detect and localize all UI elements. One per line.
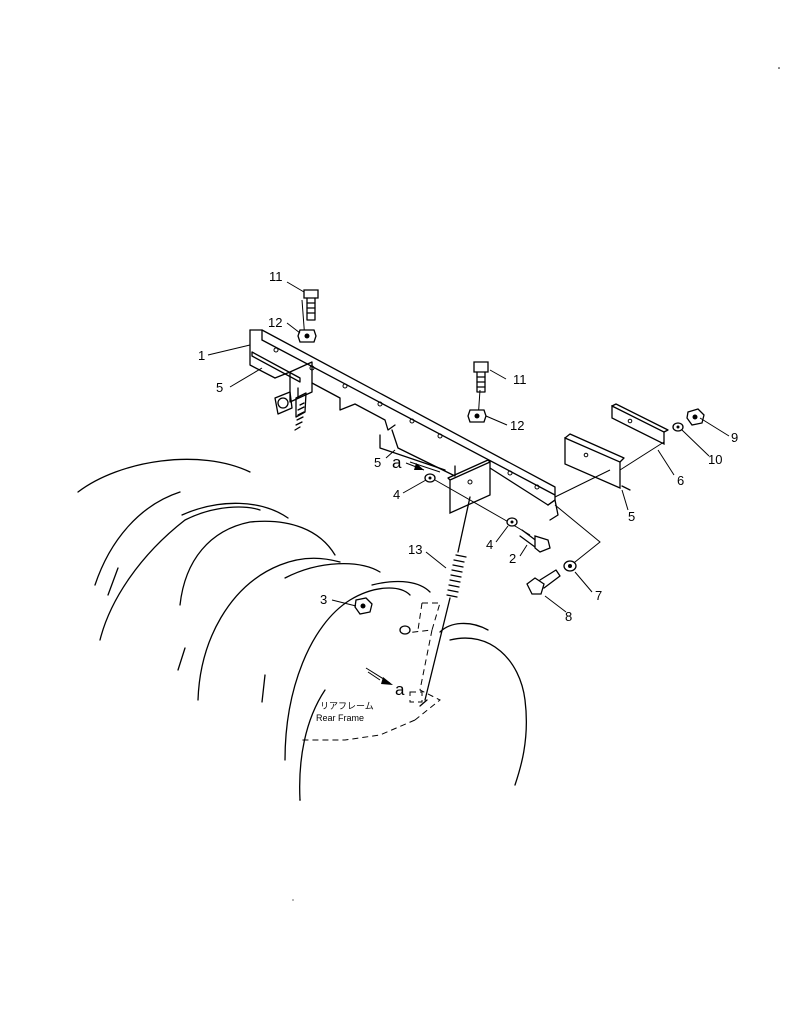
callout-12-right: 12 xyxy=(510,418,524,433)
bolt-2 xyxy=(519,529,551,553)
main-bracket xyxy=(249,329,559,521)
leader-lines xyxy=(301,299,665,567)
nut-12-left xyxy=(297,329,317,343)
nut-9 xyxy=(686,408,705,426)
washer-4-upper xyxy=(424,473,436,483)
callout-leaders xyxy=(207,281,730,685)
nut-3 xyxy=(354,597,373,615)
bolt-11-left xyxy=(303,289,319,321)
rear-frame-outline xyxy=(300,602,441,741)
nut-12-right xyxy=(467,409,487,423)
callout-labels: 11 12 1 5 11 12 5 a 4 4 2 13 3 9 10 6 5 … xyxy=(198,269,738,723)
callout-7: 7 xyxy=(595,588,602,603)
callout-13: 13 xyxy=(408,542,422,557)
washer-7 xyxy=(563,560,577,572)
callout-5-middle: 5 xyxy=(374,455,381,470)
callout-8: 8 xyxy=(565,609,572,624)
center-plate xyxy=(447,459,491,515)
callout-9: 9 xyxy=(731,430,738,445)
washer-4-lower xyxy=(506,517,518,527)
bolt-8 xyxy=(526,569,561,595)
rear-frame-label-en: Rear Frame xyxy=(316,713,364,723)
callout-4-upper: 4 xyxy=(393,487,400,502)
left-spring-assembly xyxy=(274,391,307,431)
rear-tires xyxy=(77,458,528,801)
callout-1: 1 xyxy=(198,348,205,363)
ref-a-top: a xyxy=(392,453,402,472)
callout-6: 6 xyxy=(677,473,684,488)
washer-10 xyxy=(672,422,684,432)
right-plates xyxy=(564,403,669,491)
scan-specks xyxy=(292,67,780,901)
callout-5-right: 5 xyxy=(628,509,635,524)
callout-11-right: 11 xyxy=(513,372,527,387)
frame-pin-hole xyxy=(399,625,411,635)
callout-11-left: 11 xyxy=(269,269,283,284)
ref-a-bottom: a xyxy=(395,680,405,699)
callout-12-left: 12 xyxy=(268,315,282,330)
bolt-11-right xyxy=(473,361,489,393)
callout-3: 3 xyxy=(320,592,327,607)
middle-flap xyxy=(391,429,456,477)
callout-2: 2 xyxy=(509,551,516,566)
tension-spring xyxy=(419,496,471,707)
callout-4-lower: 4 xyxy=(486,537,493,552)
callout-10: 10 xyxy=(708,452,722,467)
callout-5-left: 5 xyxy=(216,380,223,395)
rear-frame-label-jp: リアフレーム xyxy=(320,701,374,711)
